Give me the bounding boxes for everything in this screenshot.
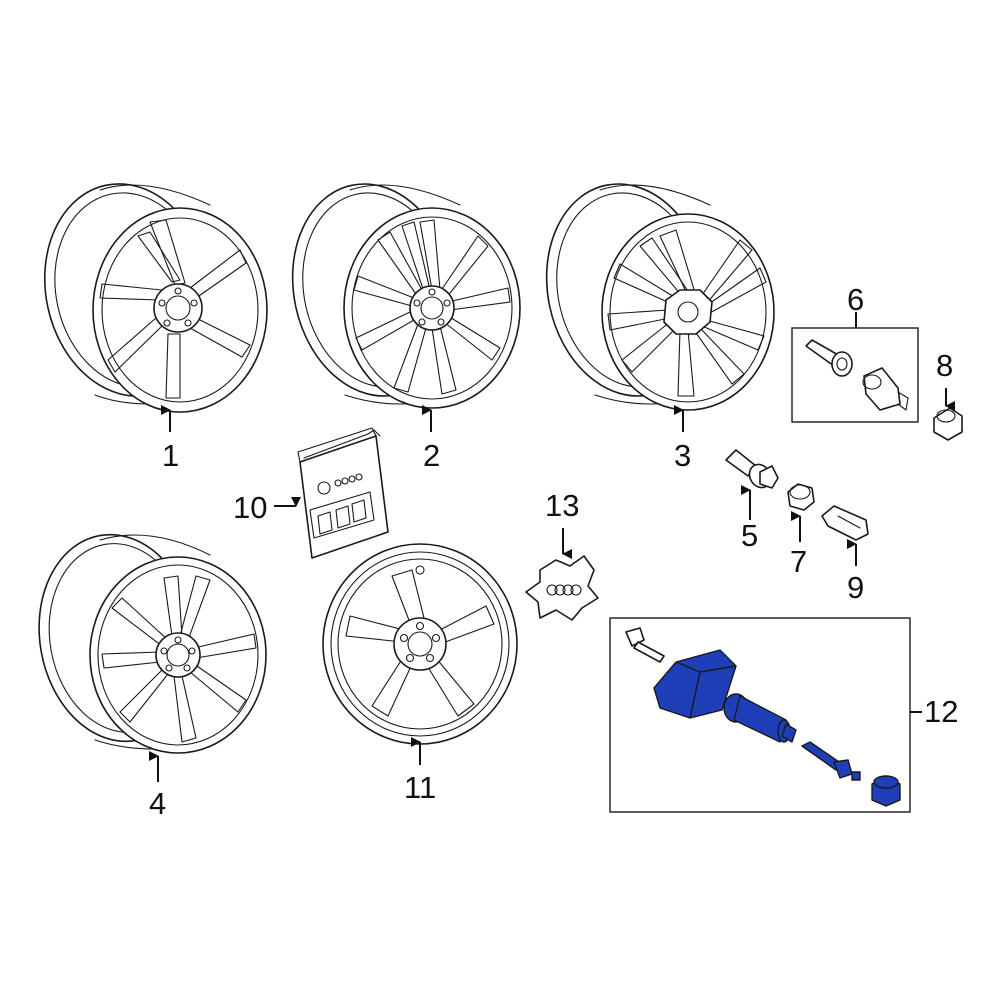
wheel-2[interactable] [274,169,521,412]
callout-8: 8 [936,348,954,383]
wheel-3-spokes [607,229,767,397]
wheel-3[interactable] [528,169,775,412]
callout-7: 7 [790,544,808,579]
callout-11: 11 [404,770,437,805]
callout-1: 1 [162,438,180,473]
tpms-valve-core [801,741,861,781]
leader-lines [149,312,955,782]
tpms-screw [625,627,665,663]
callout-10: 10 [233,490,268,525]
callout-13: 13 [545,488,580,523]
callout-6: 6 [847,282,865,317]
tpms-cap [871,775,901,807]
tpms-sensor-body [653,649,737,719]
wheel-4-spokes [101,575,257,743]
callout-2: 2 [423,438,441,473]
callout-5: 5 [741,518,759,553]
tpms-valve [723,693,797,743]
valve-clip[interactable] [821,505,869,541]
callout-9: 9 [847,570,865,605]
valve-stem-kit[interactable] [791,327,919,423]
wheel-11[interactable] [322,543,518,745]
center-cap[interactable] [525,555,599,621]
touch-up-kit[interactable] [297,427,389,559]
callout-12: 12 [924,694,959,729]
tpms-sensor-kit[interactable] [609,617,911,813]
valve-cap-8[interactable] [933,407,963,441]
callout-4: 4 [149,786,167,821]
wheel-2-spokes [353,219,511,395]
valve-cap-7[interactable] [787,483,815,511]
wheel-1[interactable] [26,168,268,413]
valve-stem[interactable] [725,449,779,491]
wheel-4[interactable] [23,522,267,754]
callout-3: 3 [674,438,692,473]
